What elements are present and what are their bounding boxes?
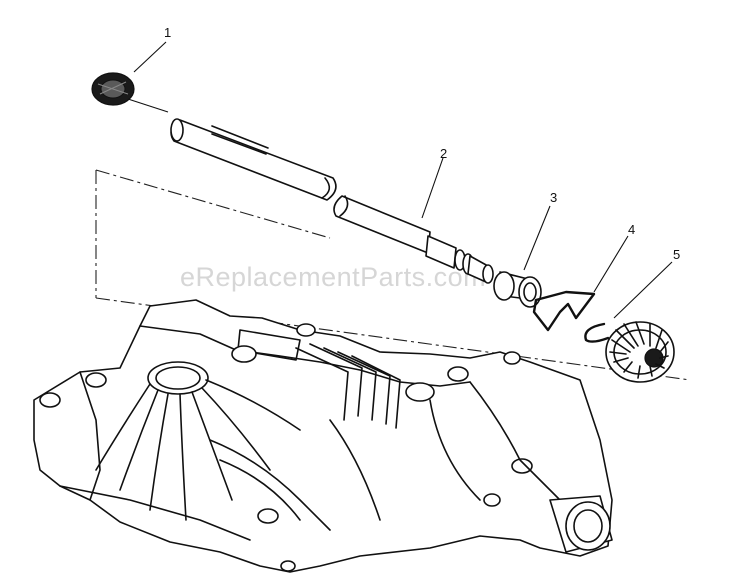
callout-number-2: 2 xyxy=(440,146,447,161)
part-2-shaft xyxy=(170,118,494,284)
callout-number-1: 1 xyxy=(164,25,171,40)
callout-number-5: 5 xyxy=(673,247,680,262)
callout-number-4: 4 xyxy=(628,222,635,237)
assembly-plane-dashed-outline xyxy=(95,169,691,381)
transmission-housing xyxy=(33,299,613,573)
bevel-gear xyxy=(605,321,675,383)
part-3-bushing xyxy=(493,205,551,308)
part-4-clip xyxy=(532,235,629,332)
part-5-retaining-ring xyxy=(584,261,673,343)
leader-line-1 xyxy=(133,41,167,73)
callout-number-3: 3 xyxy=(550,190,557,205)
watermark-text: eReplacementParts.com xyxy=(180,262,486,292)
part-1-seal xyxy=(91,72,169,113)
